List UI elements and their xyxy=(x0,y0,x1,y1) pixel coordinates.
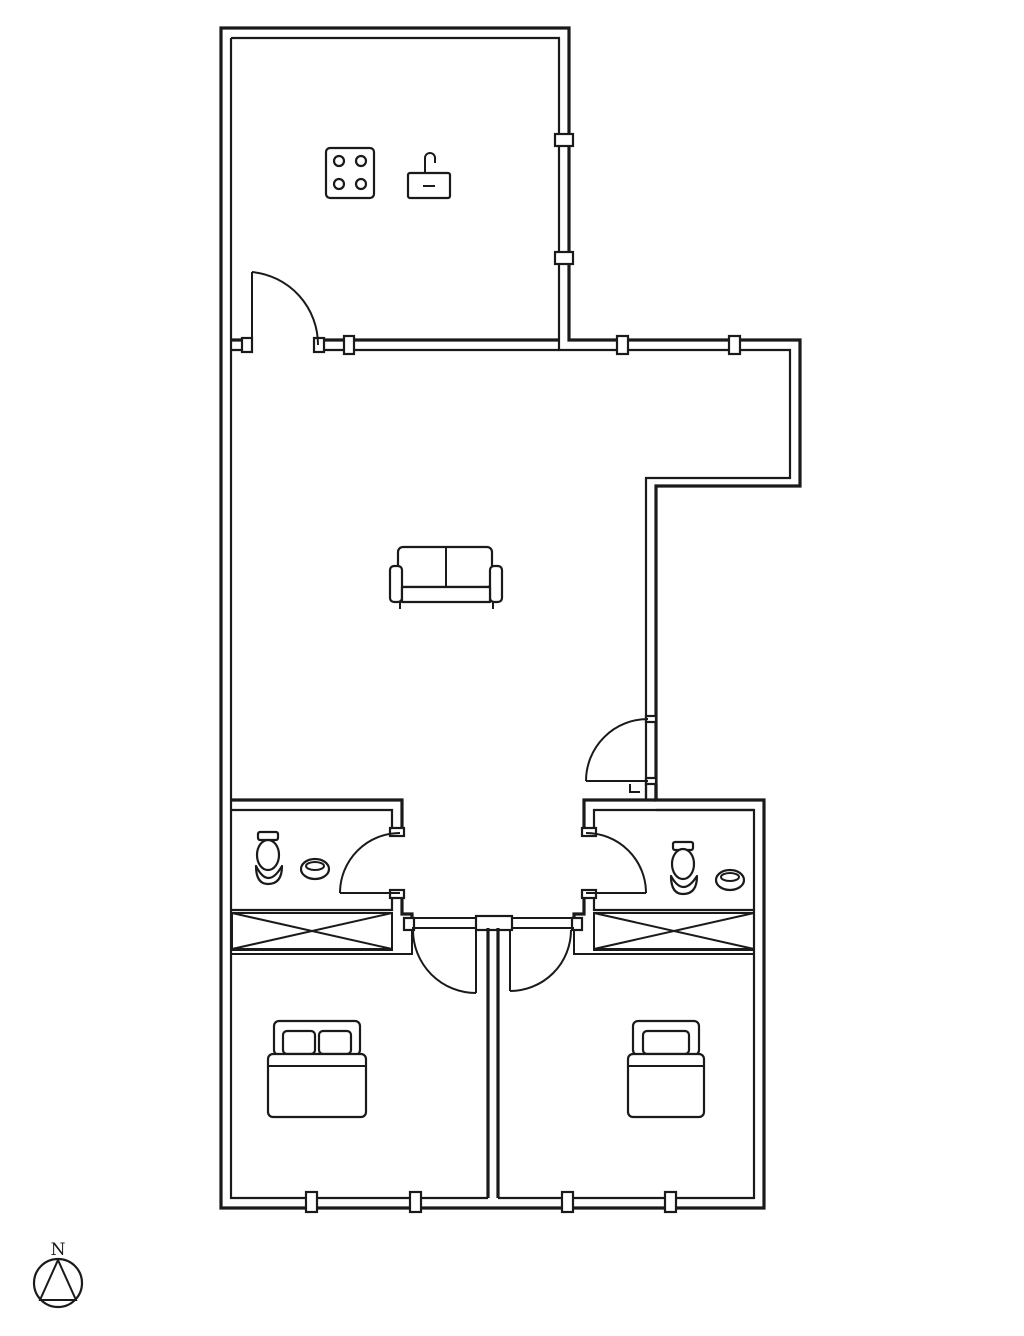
wardrobe-icon xyxy=(593,912,755,950)
toilet-icon xyxy=(254,830,284,886)
kitchen-door xyxy=(251,271,320,346)
single-bed-icon xyxy=(626,1019,706,1119)
sink-icon xyxy=(406,152,452,200)
basin-icon xyxy=(714,868,746,892)
double-bed-icon xyxy=(266,1019,368,1119)
left-bath-door xyxy=(339,832,401,894)
outer-wall-line xyxy=(219,26,802,1210)
entry-door xyxy=(585,714,658,800)
bedroom-right-door xyxy=(509,929,572,992)
bedroom-partition xyxy=(412,914,574,1198)
bedroom-windows xyxy=(304,1190,678,1214)
living-window-north xyxy=(615,334,742,356)
north-arrow: N xyxy=(32,1240,84,1309)
sofa-icon xyxy=(388,545,504,609)
north-label: N xyxy=(51,1240,66,1260)
inner-wall-line xyxy=(231,36,792,800)
cooktop-icon xyxy=(324,146,376,200)
wardrobe-icon xyxy=(231,912,393,950)
toilet-icon xyxy=(669,840,699,896)
basin-icon xyxy=(299,857,331,881)
kitchen-window xyxy=(553,132,575,266)
compass-arrow-icon xyxy=(38,1257,78,1301)
left-bath-walls xyxy=(231,798,416,955)
right-bath-door xyxy=(585,832,647,894)
kitchen-partition xyxy=(231,334,559,356)
bedroom-left-door xyxy=(412,929,477,994)
